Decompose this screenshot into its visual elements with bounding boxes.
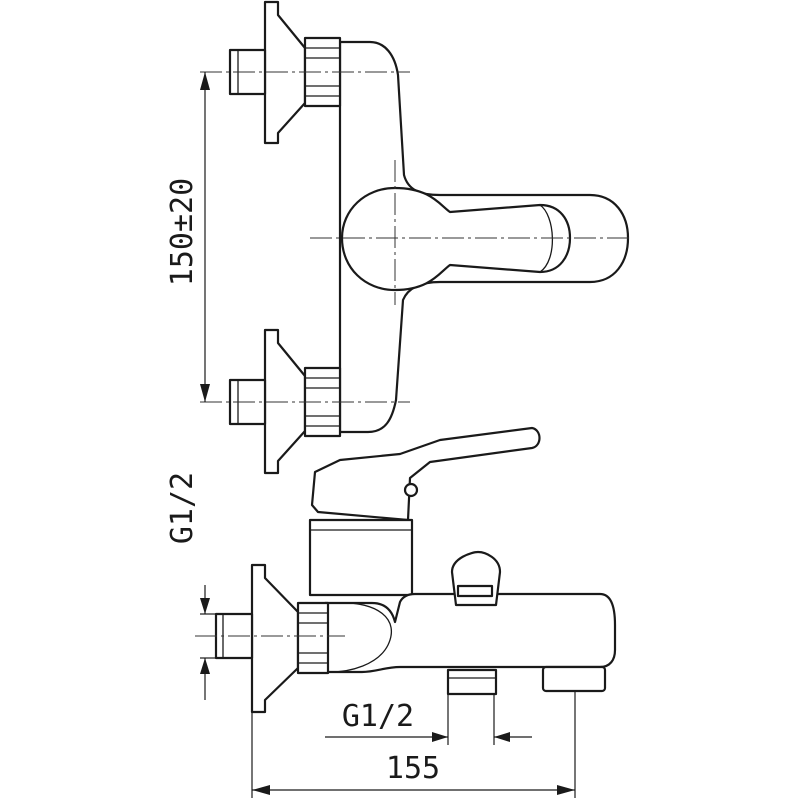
side-nut — [296, 601, 330, 675]
inlet-thread-label: G1/2 — [165, 472, 200, 544]
outlet-thread-dimension: G1/2 — [325, 694, 532, 745]
side-view: G1/2 G1/2 155 — [165, 426, 617, 798]
side-body-curve — [329, 602, 393, 673]
side-lever-handle — [310, 426, 541, 522]
side-aerator — [541, 665, 607, 693]
inlet-thread-dimension: G1/2 — [165, 472, 216, 700]
side-rosette — [250, 563, 300, 714]
side-body-spout — [323, 592, 617, 674]
top-view: 150±20 — [165, 0, 630, 475]
overall-depth-dimension: 155 — [251, 691, 576, 798]
vertical-spacing-label: 150±20 — [165, 178, 200, 286]
side-cartridge-column — [308, 518, 414, 597]
outlet-thread-label: G1/2 — [342, 699, 414, 734]
side-hose-outlet — [446, 668, 498, 696]
overall-depth-label: 155 — [386, 751, 440, 786]
top-view-lever — [340, 186, 572, 292]
vertical-spacing-dimension: 150±20 — [165, 72, 210, 402]
